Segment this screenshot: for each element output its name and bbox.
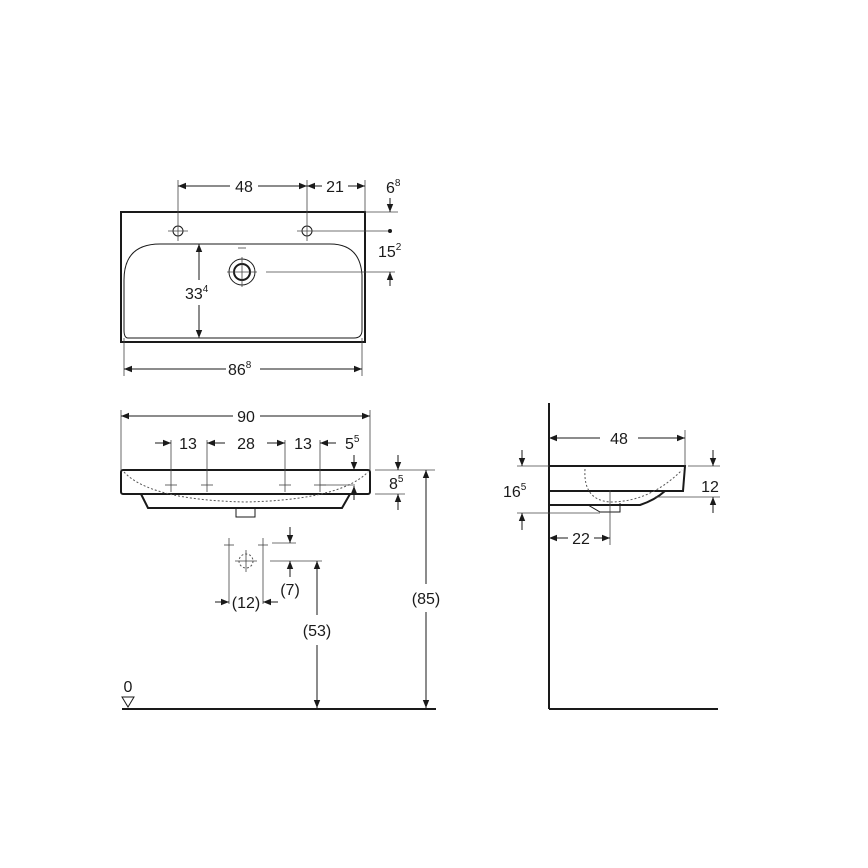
basin-rim-front [120,469,371,495]
tap-hole-right [297,180,392,241]
dim-waste-spacing: (12) [232,595,260,612]
dim-bowl-depth: 334 [185,284,209,303]
basin-body-front [140,493,351,509]
dim-rim-height: 85 [389,474,404,493]
dim-total-height: (85) [412,591,440,608]
tap-hole-left [168,180,188,241]
dim-tap-spacing: 48 [235,179,253,196]
dim-tap-to-edge: 21 [326,179,344,196]
dim-edge-to-tap-row: 68 [386,178,401,197]
front-view: 90 13 28 13 55 85 (12) [120,409,440,710]
waste-outlet-front [235,507,256,518]
dim-side-total-height: 165 [503,482,527,501]
dim-wall-to-waste: 22 [572,531,590,548]
basin-rim-side [549,465,687,492]
floor-level-label: 0 [124,679,133,696]
dim-waste-offset: (7) [280,582,300,599]
basin-outline-top [120,211,366,343]
floor-level-icon [121,696,135,708]
dim-rim-inset: 55 [345,434,360,453]
side-view: 48 165 12 22 [503,403,720,710]
bowl-outline-top [123,243,363,339]
dim-hole-2: 13 [294,436,312,453]
dim-bowl-width: 868 [228,360,252,379]
dim-waste-height: (53) [303,623,331,640]
dim-hole-1: 13 [179,436,197,453]
drain-top [227,247,395,287]
dim-tap-row-to-drain: 152 [378,242,402,261]
top-view: 48 21 68 152 334 868 [120,178,402,379]
dim-side-rim-height: 12 [701,479,719,496]
dim-overall-width: 90 [237,409,255,426]
dim-side-depth: 48 [610,431,628,448]
dim-hole-middle: 28 [237,436,255,453]
waste-location-marker [224,538,322,604]
